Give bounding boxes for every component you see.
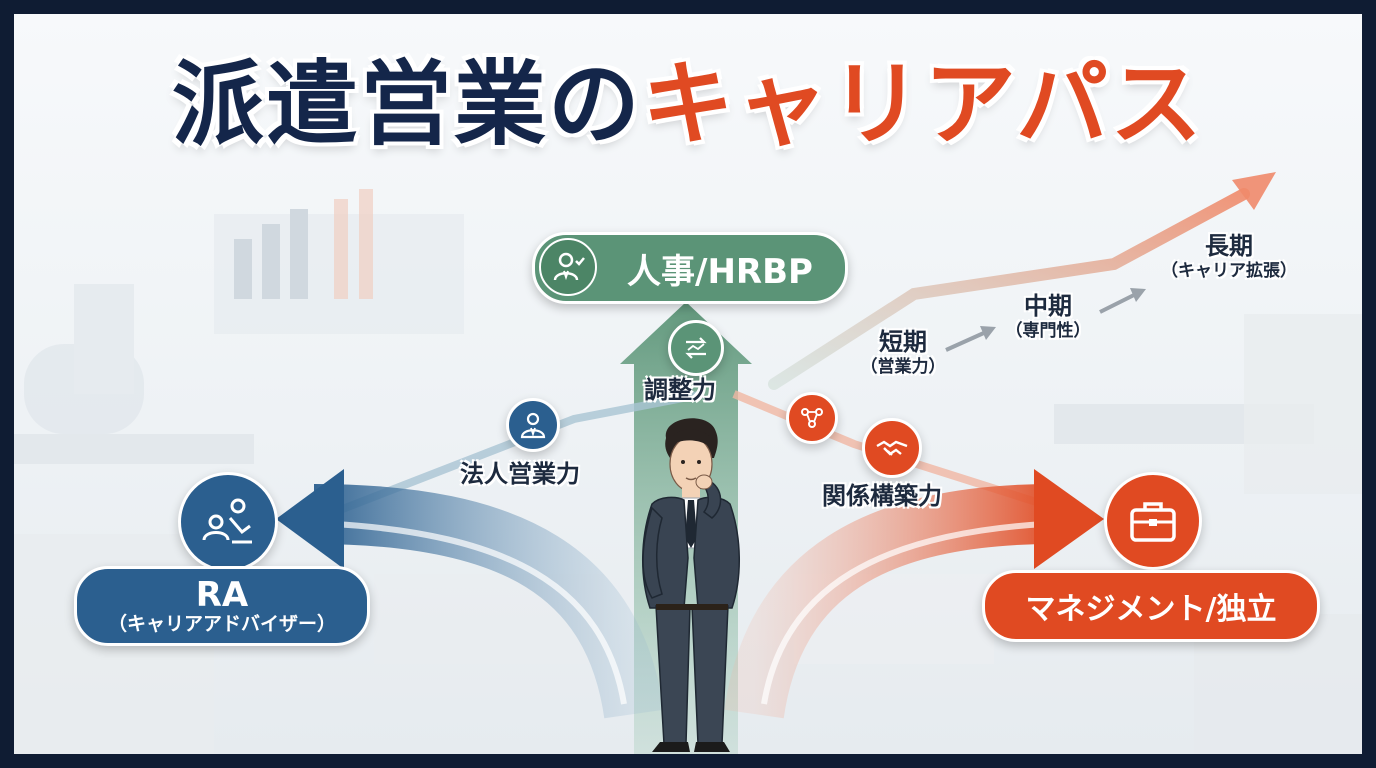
stage-short-sub: （営業力） <box>860 357 946 377</box>
path-ra-pill: RA （キャリアアドバイザー） <box>74 566 370 646</box>
stage-short: 短期 （営業力） <box>848 328 958 378</box>
title-part2: キャリアパス <box>641 51 1205 158</box>
path-ra-label: RA <box>195 575 249 615</box>
path-management-pill: マネジメント/独立 <box>982 570 1320 642</box>
path-ra-sublabel: （キャリアアドバイザー） <box>107 613 336 635</box>
infographic-frame: 派遣営業のキャリアパス 人事/HRBP RA （キャリアアドバイザー） <box>14 14 1362 754</box>
page-title: 派遣営業のキャリアパス <box>14 54 1362 155</box>
path-hr-label: 人事/HRBP <box>627 251 813 292</box>
path-hr-pill: 人事/HRBP <box>532 232 848 304</box>
skill-chosei-label: 調整力 <box>644 376 716 404</box>
career-advisor-icon <box>178 472 278 572</box>
stage-long-label: 長期 <box>1205 232 1253 260</box>
stage-short-label: 短期 <box>879 328 927 356</box>
stage-mid-label: 中期 <box>1024 292 1072 320</box>
handshake-icon <box>862 418 922 478</box>
businessman-illustration <box>641 418 741 752</box>
hr-person-icon <box>539 238 597 296</box>
briefcase-icon <box>1104 472 1202 570</box>
path-management-label: マネジメント/独立 <box>1025 592 1277 627</box>
stage-mid-sub: （専門性） <box>1005 321 1091 341</box>
skill-hojin-label: 法人営業力 <box>460 460 580 488</box>
businessperson-icon <box>506 398 560 452</box>
stage-mid: 中期 （専門性） <box>1000 292 1096 342</box>
stage-long: 長期 （キャリア拡張） <box>1154 232 1304 282</box>
stage-long-sub: （キャリア拡張） <box>1161 261 1297 281</box>
coordination-arrows-icon <box>668 320 724 376</box>
network-people-icon <box>786 392 838 444</box>
title-part1: 派遣営業の <box>171 51 642 158</box>
skill-kankei-label: 関係構築力 <box>822 482 942 510</box>
